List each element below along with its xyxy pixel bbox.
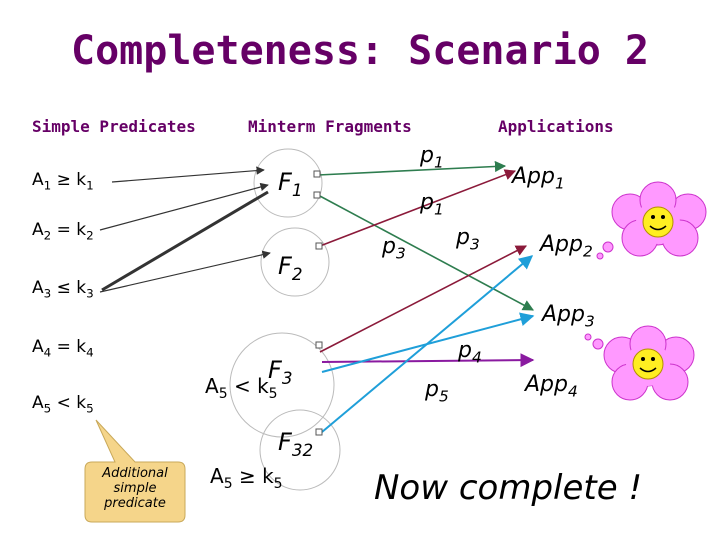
header-minterm-fragments: Minterm Fragments <box>248 117 412 136</box>
edge-p3-app2 <box>319 245 527 353</box>
header-applications: Applications <box>498 117 614 136</box>
f1-port-2 <box>313 191 321 199</box>
callout-text: Additional simple predicate <box>102 466 168 511</box>
predicate-a4: A4 = k4 <box>32 337 94 360</box>
fragment-f2: F2 <box>278 252 303 284</box>
edge-a1-f1 <box>111 166 265 183</box>
fragment-f1: F1 <box>278 168 303 200</box>
edge-label-p1-mid: p1 <box>420 190 444 219</box>
predicate-a2: A2 = k2 <box>32 220 94 243</box>
app-3: App3 <box>542 302 595 331</box>
edge-label-p5: p5 <box>425 377 449 406</box>
edge-label-p4: p4 <box>458 338 482 367</box>
edge-p4-app4 <box>321 353 535 368</box>
app-4: App4 <box>525 372 578 401</box>
conclusion-text: Now complete ! <box>374 468 643 508</box>
fragment-f32-circle <box>259 409 341 491</box>
smiley-app4-icon <box>632 348 664 380</box>
app-1: App1 <box>512 164 565 193</box>
predicate-a1: A1 ≥ k1 <box>32 170 94 193</box>
edge-p1-app1 <box>317 160 507 176</box>
f3-port <box>315 341 323 349</box>
fragment-f3-circle <box>229 332 335 438</box>
fragment-f3: F3 <box>268 356 293 388</box>
predicate-a3: A3 ≤ k3 <box>32 278 94 301</box>
smiley-app2-icon <box>642 206 674 238</box>
fragment-f3-label: A5 < k5 <box>205 374 278 402</box>
edge-a3-f2 <box>99 250 271 293</box>
fragment-f2-circle <box>260 227 330 297</box>
fragment-f32-label: A5 ≥ k5 <box>210 464 283 492</box>
edge-p5-app3 <box>321 312 535 373</box>
predicate-a5: A5 < k5 <box>32 393 94 416</box>
f32-port <box>315 428 323 436</box>
edge-label-p3-right: p3 <box>456 225 480 254</box>
header-simple-predicates: Simple Predicates <box>32 117 196 136</box>
callout-bubble <box>84 419 186 523</box>
fragment-f32: F32 <box>278 428 314 460</box>
edge-label-p1-top: p1 <box>420 143 444 172</box>
edge-a2-f1 <box>99 182 269 231</box>
edge-a3-f1 <box>101 190 269 292</box>
fragment-f1-circle <box>253 148 323 218</box>
f2-port <box>315 242 323 250</box>
f1-port <box>313 170 321 178</box>
app-2: App2 <box>540 232 593 261</box>
edge-label-p3-left: p3 <box>382 234 406 263</box>
edge-p3-app1 <box>319 169 517 247</box>
edge-p1-app3 <box>317 194 534 311</box>
page-title: Completeness: Scenario 2 <box>71 28 649 74</box>
